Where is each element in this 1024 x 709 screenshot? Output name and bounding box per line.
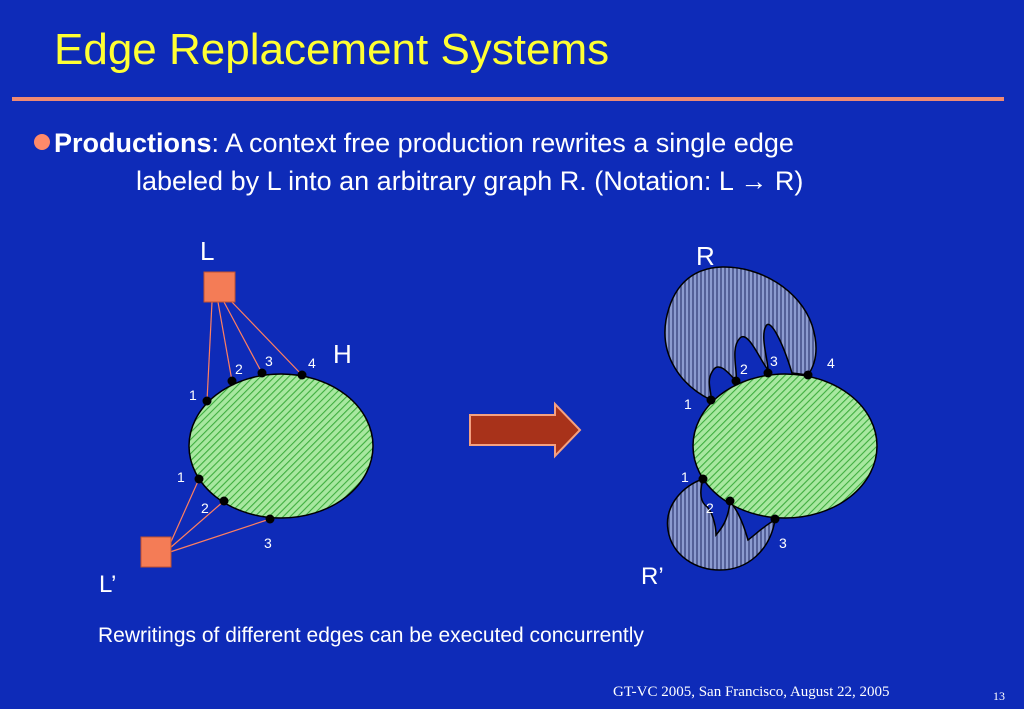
page-number: 13 — [993, 689, 1005, 703]
node — [731, 376, 741, 386]
node — [265, 514, 275, 524]
node-label: 2 — [740, 361, 748, 377]
node-label: 4 — [827, 355, 835, 371]
bullet-icon — [34, 134, 50, 150]
caption: Rewritings of different edges can be exe… — [98, 624, 644, 647]
node-label: 2 — [235, 361, 243, 377]
hyperedge-Lprime-tentacles — [169, 478, 271, 553]
node-label: 3 — [779, 535, 787, 551]
node — [706, 395, 716, 405]
right-nodes — [698, 368, 813, 524]
label-Rprime: R’ — [641, 563, 664, 590]
node-label: 1 — [684, 396, 692, 412]
node-label: 3 — [264, 535, 272, 551]
node — [219, 496, 229, 506]
title-divider — [12, 97, 1004, 101]
node — [698, 474, 708, 484]
node — [763, 368, 773, 378]
node-label: 1 — [189, 387, 197, 403]
left-graph: L H L’ 1 2 3 4 1 2 3 — [99, 236, 374, 598]
node-label: 4 — [308, 355, 316, 371]
slide-title: Edge Replacement Systems — [54, 25, 610, 74]
node — [202, 396, 212, 406]
transformation-arrow — [469, 401, 582, 459]
node-label: 2 — [201, 500, 209, 516]
bullet-text: Productions: A context free production r… — [54, 124, 954, 200]
node — [257, 368, 267, 378]
footer-text: GT-VC 2005, San Francisco, August 22, 20… — [613, 684, 890, 700]
label-L: L — [200, 236, 214, 266]
node — [725, 496, 735, 506]
bullet-text-part1: : A context free production rewrites a s… — [211, 128, 794, 158]
label-H: H — [333, 339, 352, 369]
node-label: 2 — [706, 500, 714, 516]
bullet-text-part2: labeled by L into an arbitrary graph R. … — [136, 166, 804, 196]
label-Lprime: L’ — [99, 571, 116, 598]
node — [194, 474, 204, 484]
label-R: R — [696, 241, 715, 271]
node — [770, 514, 780, 524]
host-graph-H — [188, 373, 374, 519]
hyperedge-L-box — [203, 271, 236, 303]
bullet-term: Productions — [54, 128, 212, 158]
node-label: 1 — [681, 469, 689, 485]
hyperedge-L-tentacles — [206, 299, 303, 402]
production-graph-Rprime — [666, 477, 776, 571]
node-label: 3 — [770, 353, 778, 369]
node — [297, 370, 307, 380]
node — [227, 376, 237, 386]
node — [803, 370, 813, 380]
node-label: 3 — [265, 353, 273, 369]
node-label: 1 — [177, 469, 185, 485]
right-graph: R R’ 1 2 3 4 1 2 3 — [641, 241, 878, 590]
hyperedge-Lprime-box — [140, 536, 172, 568]
left-nodes — [194, 368, 307, 524]
result-graph — [692, 373, 878, 519]
